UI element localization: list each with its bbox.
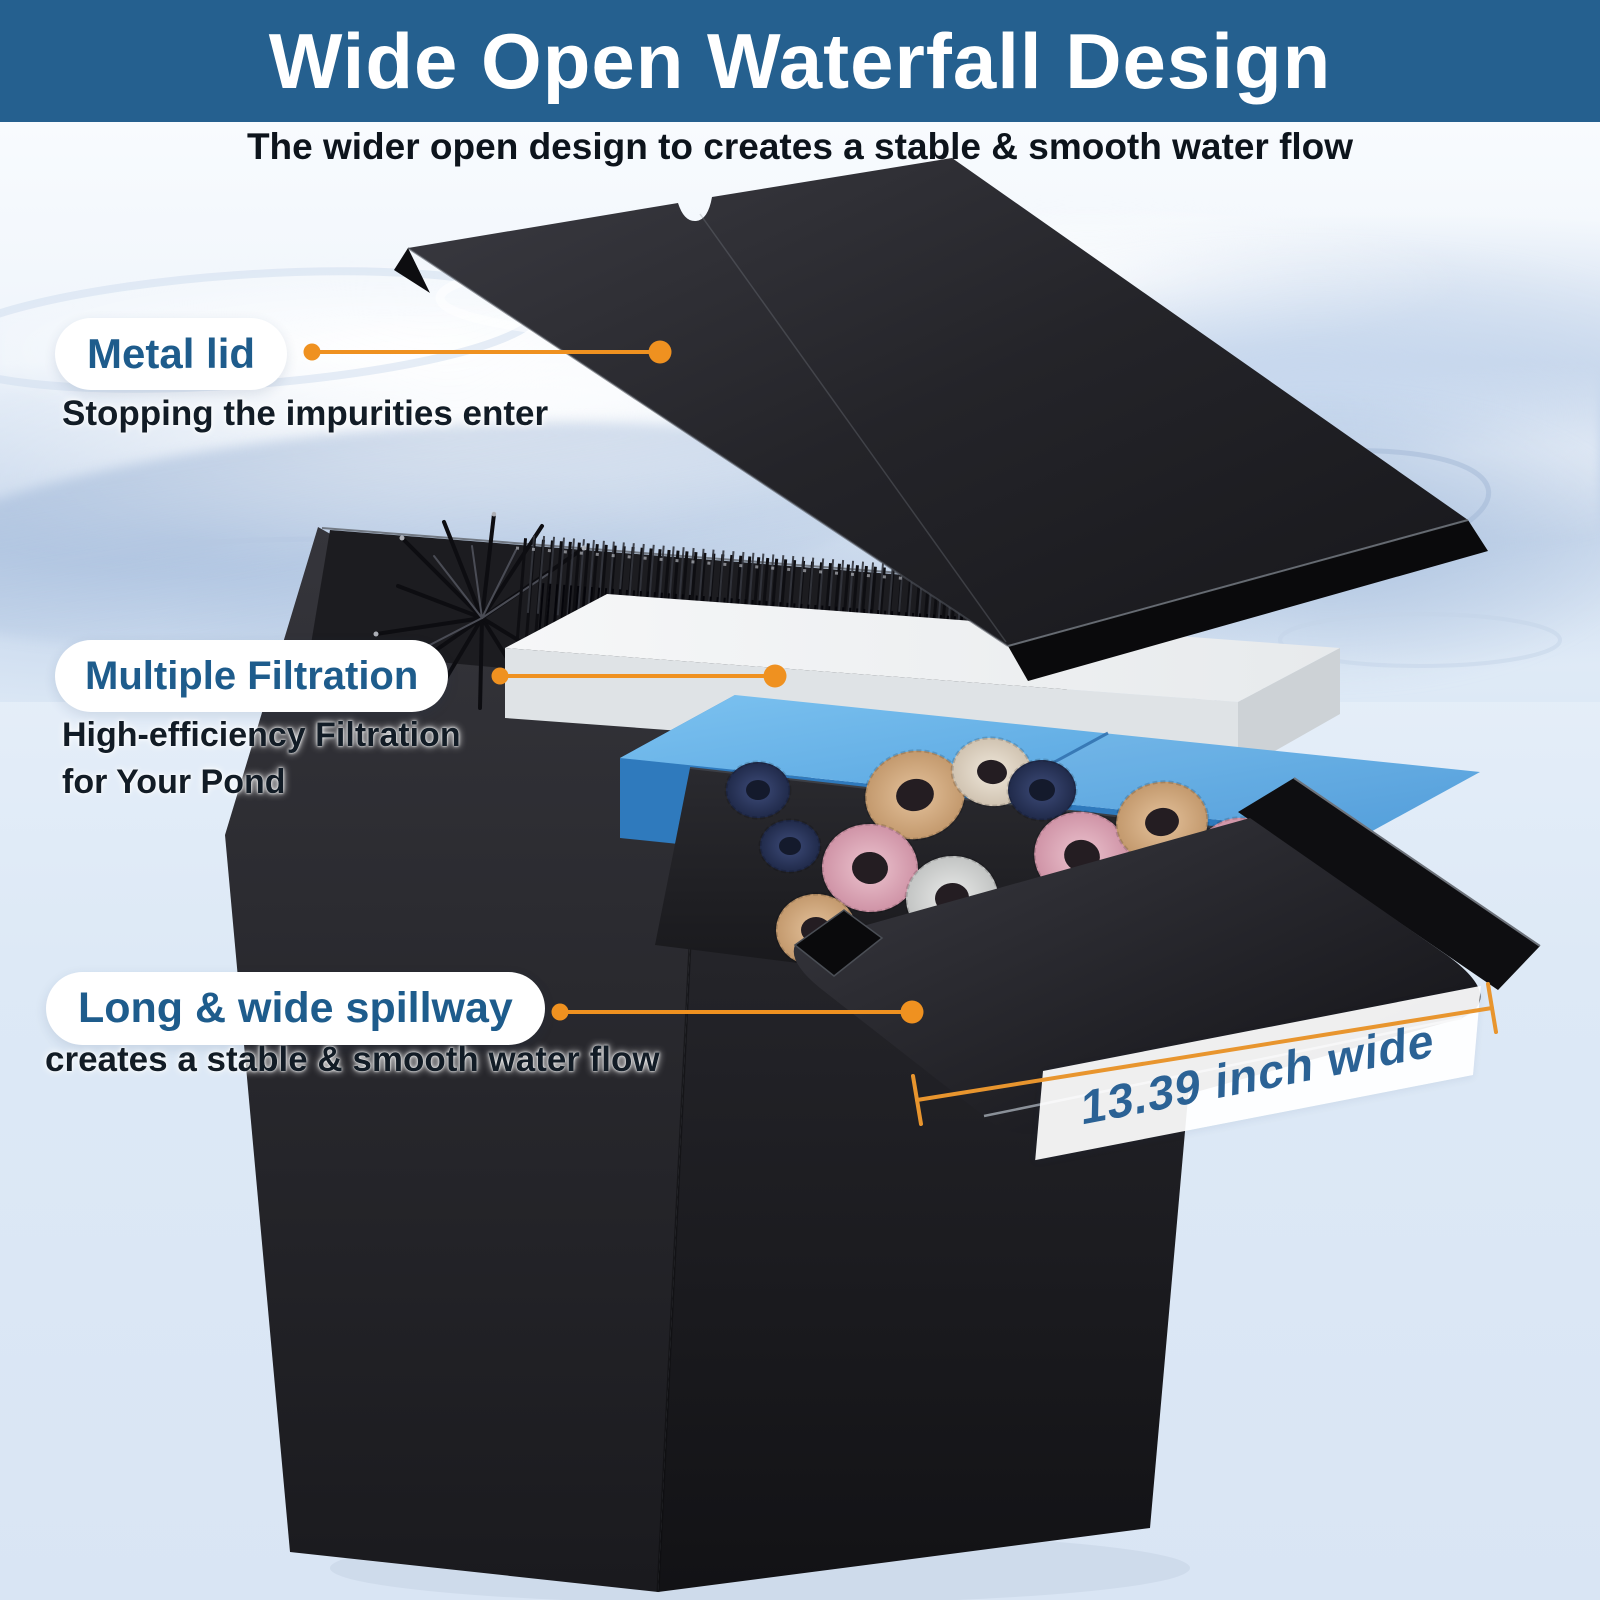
callout-label: Multiple Filtration [85, 654, 419, 698]
callout-pill-metal-lid: Metal lid [55, 318, 288, 390]
title-banner: Wide Open Waterfall Design [0, 0, 1600, 122]
callout-description-filtration: High-efficiency Filtration for Your Pond [62, 716, 461, 801]
callout-description-metal-lid: Stopping the impurities enter [62, 394, 549, 433]
callout-pill-spillway: Long & wide spillway [46, 972, 545, 1045]
connector-dot-start [303, 343, 321, 361]
callout-pill-filtration: Multiple Filtration [55, 640, 449, 712]
connector-dot-end [648, 340, 672, 364]
callout-label: Long & wide spillway [78, 984, 513, 1032]
connector-dot-end [900, 1000, 924, 1024]
page-subtitle: The wider open design to creates a stabl… [246, 126, 1354, 167]
callout-label: Metal lid [87, 330, 256, 377]
connector-line-spillway [551, 1000, 924, 1024]
connector-dot-end [763, 664, 787, 688]
connector-line-filtration [491, 664, 787, 688]
connector-line-metal-lid [303, 340, 672, 364]
page-title: Wide Open Waterfall Design [268, 16, 1332, 105]
connector-dot-start [491, 667, 509, 685]
metal-lid [394, 158, 1488, 681]
callout-description-spillway: creates a stable & smooth water flow [45, 1040, 660, 1079]
connector-dot-start [551, 1003, 569, 1021]
